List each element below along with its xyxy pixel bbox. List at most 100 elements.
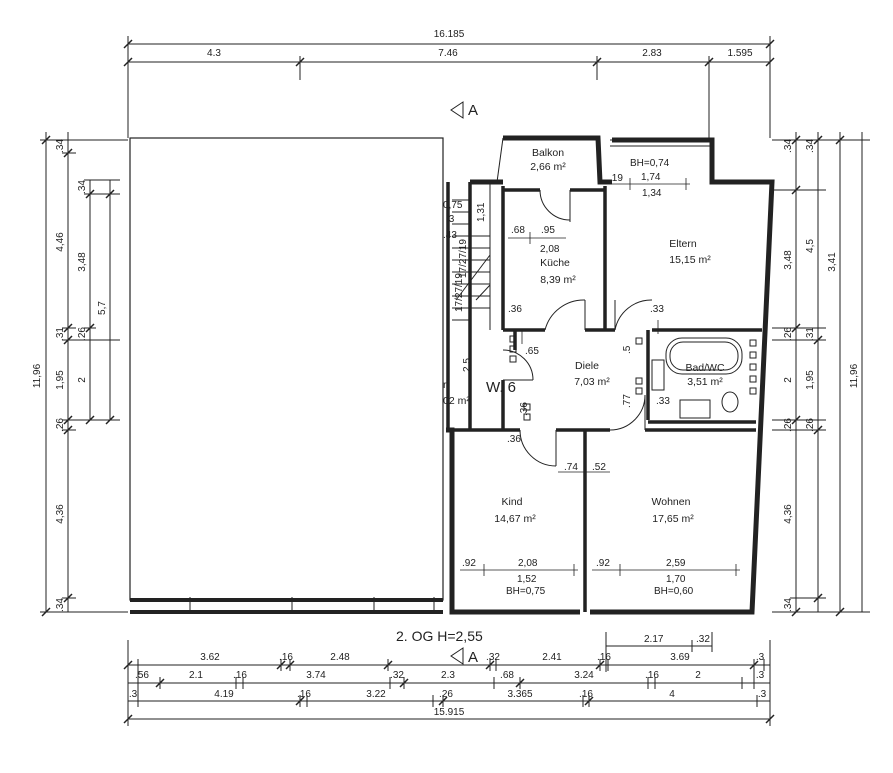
top-dim-2: 7.46 <box>438 48 458 59</box>
left-col2-1: .34 <box>77 180 88 194</box>
left-col2-4: 2 <box>77 377 88 383</box>
neighbour-windows <box>130 597 443 614</box>
left-col2-3: .26 <box>77 327 88 341</box>
dim-95: .95 <box>541 225 555 236</box>
neighbour-block <box>129 137 444 601</box>
floor-title: 2. OG H=2,55 <box>396 628 483 644</box>
bottom-row3-6: 3.365 <box>507 689 532 700</box>
room-area-balkon: 2,66 m² <box>530 161 566 173</box>
bottom-row1-7: 3.69 <box>670 652 690 663</box>
section-label-top: A <box>468 102 478 119</box>
bottom-row2-3: .16 <box>233 670 247 681</box>
dim-2-59: 2,59 <box>666 558 686 569</box>
dim-52: .52 <box>592 462 606 473</box>
dim-92-b: .92 <box>596 558 610 569</box>
section-marker-bottom <box>450 647 464 665</box>
dim-5: .5 <box>622 345 633 354</box>
dim-36-c: .36 <box>507 434 521 445</box>
stair-ratio-2: 17/27/19 <box>454 273 465 312</box>
bottom-row2-4: 3.74 <box>306 670 326 681</box>
dim-2-08: 2,08 <box>518 558 538 569</box>
bottom-row2-7: .68 <box>500 670 514 681</box>
dim-33-a: .33 <box>650 304 664 315</box>
room-area-kueche: 8,39 m² <box>540 274 576 286</box>
room-name-kind: Kind <box>501 496 522 508</box>
bottom-row2-8: 3.24 <box>574 670 594 681</box>
bottom-row2-5: .32 <box>390 670 404 681</box>
room-area-wohnen: 17,65 m² <box>652 513 694 525</box>
bottom-row3-9: .3 <box>758 689 767 700</box>
right-col2-4: .31 <box>805 327 816 341</box>
bottom-row2-9: .16 <box>645 670 659 681</box>
right-outer-dim: 11,96 <box>849 363 860 388</box>
dim-68: .68 <box>511 225 525 236</box>
bottom-total-dim: 15.915 <box>434 707 465 718</box>
left-col1-3: .31 <box>55 327 66 341</box>
bh-0-75: BH=0,75 <box>506 586 546 597</box>
left-col1-7: .34 <box>55 598 66 612</box>
right-col2-2: 4,5 <box>805 239 816 253</box>
bottom-row1-8: .3 <box>756 652 765 663</box>
right-col1-7: .34 <box>783 598 794 612</box>
right-col1-4: 2 <box>783 377 794 383</box>
bathroom-fixtures <box>651 337 743 419</box>
bottom-row1-2: .16 <box>279 652 293 663</box>
room-name-balkon: Balkon <box>532 147 564 159</box>
dim-2-08-kueche: 2,08 <box>540 244 560 255</box>
room-area-kind: 14,67 m² <box>494 513 536 525</box>
bh-0-60: BH=0,60 <box>654 586 694 597</box>
right-col2-1: .34 <box>805 139 816 153</box>
stair-room-area-fragment: 02 m² <box>443 395 470 407</box>
right-col2-5: 1,95 <box>805 370 816 390</box>
bottom-row3-7: .16 <box>579 689 593 700</box>
bottom-row3-5: .26 <box>439 689 453 700</box>
left-col1-1: .34 <box>55 139 66 153</box>
bottom-row3-1: .3 <box>129 689 138 700</box>
doors <box>502 189 653 467</box>
left-col1-2: 4,46 <box>55 232 66 252</box>
interior-walls <box>446 182 762 612</box>
right-col1-3: .26 <box>783 327 794 341</box>
dim-3: .3 <box>446 214 455 225</box>
dim-65: .65 <box>525 346 539 357</box>
section-label-bottom: A <box>468 649 478 666</box>
left-col1-4: 1,95 <box>55 370 66 390</box>
top-dimension-lines <box>123 36 775 138</box>
dim-0-75: 0,75 <box>443 200 463 211</box>
room-name-eltern: Eltern <box>669 238 697 250</box>
section-marker-top <box>450 101 464 119</box>
bottom-row2-11: .3 <box>756 670 765 681</box>
outer-walls <box>446 135 775 615</box>
left-dimension-lines <box>40 132 128 617</box>
top-dim-3: 2.83 <box>642 48 662 59</box>
room-name-bad: Bad/WC <box>685 362 725 374</box>
left-col1-6: 4,36 <box>55 504 66 524</box>
bottom-extra-1: 2.17 <box>644 634 664 645</box>
room-area-bad: 3,51 m² <box>687 376 723 388</box>
left-col1-5: .26 <box>55 418 66 432</box>
bottom-row2-1: .56 <box>135 670 149 681</box>
dim-36-a: .36 <box>508 304 522 315</box>
dim-1-34: 1,34 <box>642 188 662 199</box>
bottom-row2-10: 2 <box>695 670 701 681</box>
dim-43: .43 <box>443 230 457 241</box>
room-area-eltern: 15,15 m² <box>669 254 711 266</box>
stair-ratio-1: 17/27/19 <box>458 239 469 278</box>
dim-77: .77 <box>622 394 633 408</box>
room-name-wohnen: Wohnen <box>652 496 691 508</box>
right-col1-2: 3,48 <box>783 250 794 270</box>
bottom-row1-4: .32 <box>486 652 500 663</box>
left-col2-2: 3,48 <box>77 252 88 272</box>
right-dimension-lines <box>772 132 870 617</box>
top-dim-4: 1.595 <box>727 48 752 59</box>
dim-1-70: 1,70 <box>666 574 686 585</box>
dim-19: .19 <box>609 173 623 184</box>
stair-room-fragment: r <box>443 379 447 391</box>
dim-33-b: .33 <box>656 396 670 407</box>
bottom-row3-3: .16 <box>297 689 311 700</box>
interior-dimension-lines <box>460 178 740 576</box>
right-col2-3: 3,41 <box>827 252 838 272</box>
bottom-row2-2: 2.1 <box>189 670 203 681</box>
